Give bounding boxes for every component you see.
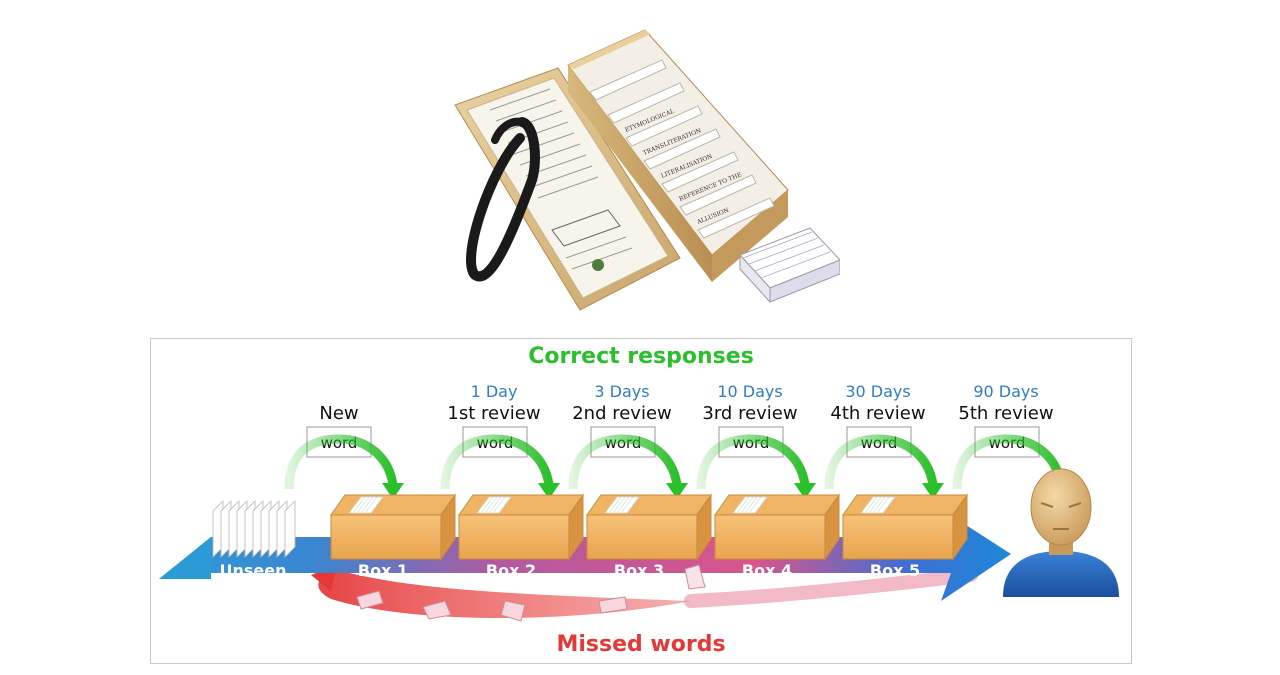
elastic-strap	[466, 117, 540, 282]
correct-arrow	[284, 434, 398, 490]
unseen-card	[268, 500, 280, 558]
interval-label: 10 Days	[717, 382, 782, 401]
correct-responses-title: Correct responses	[528, 344, 754, 369]
correct-arrow	[568, 434, 682, 490]
box-label: Box 5	[870, 561, 920, 580]
correct-arrow	[440, 434, 554, 490]
missed-words-loop	[311, 561, 691, 619]
stage-label: 3rd review	[702, 403, 797, 424]
stage-label: 5th review	[958, 403, 1053, 424]
leitner-box	[458, 493, 584, 561]
box-lid	[454, 67, 681, 311]
unseen-card	[236, 500, 248, 558]
stage-label: 4th review	[830, 403, 925, 424]
box-label: Box 4	[742, 561, 792, 580]
arrowhead-icon	[382, 483, 404, 499]
learner-person-icon	[1003, 468, 1119, 597]
missed-cards	[356, 564, 706, 622]
unseen-card	[284, 500, 296, 558]
box-label: Box 3	[614, 561, 664, 580]
unseen-card	[252, 500, 264, 558]
interval-label: 90 Days	[973, 382, 1038, 401]
unseen-card	[244, 500, 256, 558]
box-label: Box 2	[486, 561, 536, 580]
box-label: Box 1	[358, 561, 408, 580]
leitner-box	[586, 493, 712, 561]
unseen-card	[228, 500, 240, 558]
interval-label: 1 Day	[471, 382, 518, 401]
arrowhead-icon	[538, 483, 560, 499]
unseen-label: Unseen	[220, 561, 287, 580]
leitner-box	[330, 493, 456, 561]
index-card-stack	[739, 227, 840, 304]
unseen-card	[276, 500, 288, 558]
unseen-card-stack	[212, 500, 296, 558]
leitner-diagram-frame: Correct responses Missed words Unseen Ne…	[150, 338, 1132, 664]
interval-label: 3 Days	[594, 382, 649, 401]
leitner-diagram: Correct responses Missed words Unseen Ne…	[159, 344, 1119, 657]
correct-arrow	[696, 434, 810, 490]
leitner-box-photo: ETYMOLOGICAL TRANSLITERATION LITERALISAT…	[454, 29, 840, 311]
card-box: ETYMOLOGICAL TRANSLITERATION LITERALISAT…	[567, 29, 789, 282]
flow-band-arrow	[159, 509, 1011, 601]
correct-arrow	[952, 434, 1066, 490]
unseen-card	[212, 500, 224, 558]
arrowhead-icon	[794, 483, 816, 499]
leitner-box	[842, 493, 968, 561]
tree-logo-icon	[592, 259, 604, 271]
stage-label: New	[319, 403, 358, 424]
unseen-card	[220, 500, 232, 558]
leitner-box	[714, 493, 840, 561]
interval-label: 30 Days	[845, 382, 910, 401]
unseen-card	[260, 500, 272, 558]
correct-arrow	[824, 434, 938, 490]
missed-words-title: Missed words	[556, 632, 725, 657]
stage-label: 1st review	[447, 403, 540, 424]
arrowhead-icon	[666, 483, 688, 499]
stage-label: 2nd review	[572, 403, 672, 424]
arrowhead-icon	[922, 483, 944, 499]
